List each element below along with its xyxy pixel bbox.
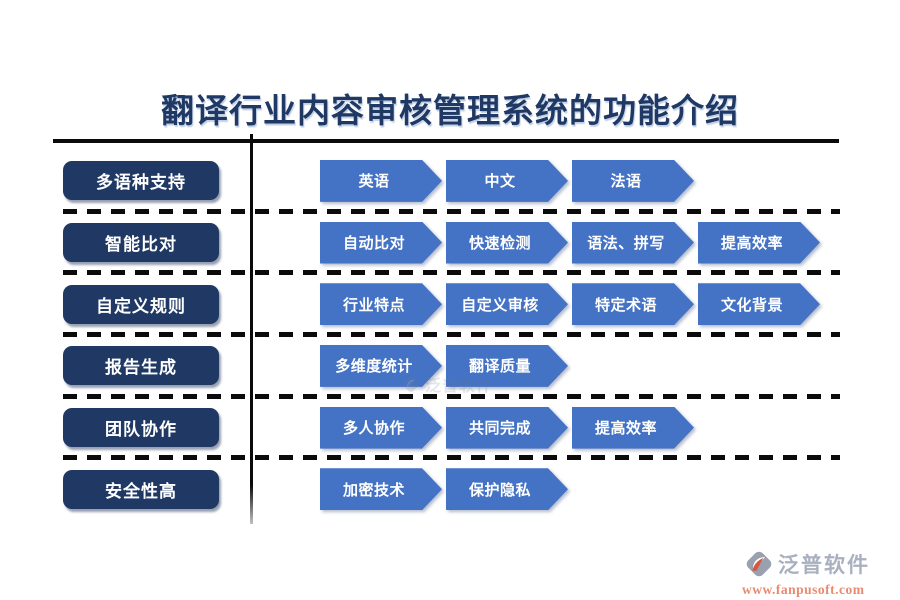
step-chevron-label: 快速检测: [446, 222, 568, 264]
step-chevron: 提高效率: [698, 222, 820, 264]
feature-row: 团队协作 多人协作共同完成提高效率: [63, 397, 840, 461]
step-chevron: 加密技术: [320, 468, 442, 510]
step-chevron-label: 自动比对: [320, 222, 442, 264]
page-title: 翻译行业内容审核管理系统的功能介绍: [161, 92, 739, 129]
step-chevron-label: 自定义审核: [446, 283, 568, 325]
brand-url: www.fanpusoft.com: [742, 582, 865, 597]
step-chevron-label: 法语: [572, 160, 694, 202]
brand-name: 泛普软件: [778, 554, 870, 577]
feature-label: 报告生成: [63, 346, 219, 386]
step-chevron: 快速检测: [446, 222, 568, 264]
step-chevron-label: 保护隐私: [446, 468, 568, 510]
feature-rows: 多语种支持 英语中文法语 智能比对 自动比对快速检测语法、拼写提高效率 自定义规…: [63, 150, 840, 520]
vertical-divider-line: [250, 134, 253, 524]
step-chevron: 特定术语: [572, 283, 694, 325]
step-chevron: 多人协作: [320, 407, 442, 449]
feature-steps: 多人协作共同完成提高效率: [320, 407, 694, 449]
step-chevron: 自动比对: [320, 222, 442, 264]
step-chevron: 行业特点: [320, 283, 442, 325]
feature-row: 多语种支持 英语中文法语: [63, 150, 840, 214]
footer-brand: 泛普软件 www.fanpusoft.com: [742, 547, 894, 597]
fanpu-diamond-logo-icon: [746, 551, 772, 577]
feature-steps: 英语中文法语: [320, 160, 694, 202]
feature-steps: 自动比对快速检测语法、拼写提高效率: [320, 222, 820, 264]
feature-steps: 多维度统计翻译质量: [320, 345, 568, 387]
step-chevron: 共同完成: [446, 407, 568, 449]
step-chevron-label: 提高效率: [698, 222, 820, 264]
step-chevron-label: 行业特点: [320, 283, 442, 325]
step-chevron: 文化背景: [698, 283, 820, 325]
title-underline: [53, 139, 839, 143]
step-chevron: 英语: [320, 160, 442, 202]
feature-label: 团队协作: [63, 408, 219, 448]
feature-steps: 行业特点自定义审核特定术语文化背景: [320, 283, 820, 325]
step-chevron: 自定义审核: [446, 283, 568, 325]
feature-label: 多语种支持: [63, 161, 219, 201]
step-chevron-label: 中文: [446, 160, 568, 202]
step-chevron-label: 文化背景: [698, 283, 820, 325]
step-chevron: 翻译质量: [446, 345, 568, 387]
step-chevron-label: 共同完成: [446, 407, 568, 449]
step-chevron: 语法、拼写: [572, 222, 694, 264]
feature-label: 自定义规则: [63, 284, 219, 324]
step-chevron-label: 特定术语: [572, 283, 694, 325]
feature-row: 自定义规则 行业特点自定义审核特定术语文化背景: [63, 273, 840, 337]
step-chevron-label: 多维度统计: [320, 345, 442, 387]
step-chevron: 法语: [572, 160, 694, 202]
step-chevron: 提高效率: [572, 407, 694, 449]
feature-label: 智能比对: [63, 223, 219, 263]
feature-row: 安全性高 加密技术保护隐私: [63, 458, 840, 520]
feature-row: 智能比对 自动比对快速检测语法、拼写提高效率: [63, 212, 840, 276]
step-chevron-label: 多人协作: [320, 407, 442, 449]
step-chevron: 多维度统计: [320, 345, 442, 387]
feature-row: 报告生成 多维度统计翻译质量: [63, 335, 840, 399]
step-chevron-label: 加密技术: [320, 468, 442, 510]
step-chevron-label: 翻译质量: [446, 345, 568, 387]
step-chevron-label: 语法、拼写: [572, 222, 694, 264]
step-chevron: 保护隐私: [446, 468, 568, 510]
step-chevron-label: 英语: [320, 160, 442, 202]
feature-label: 安全性高: [63, 469, 219, 509]
step-chevron: 中文: [446, 160, 568, 202]
feature-steps: 加密技术保护隐私: [320, 468, 568, 510]
step-chevron-label: 提高效率: [572, 407, 694, 449]
